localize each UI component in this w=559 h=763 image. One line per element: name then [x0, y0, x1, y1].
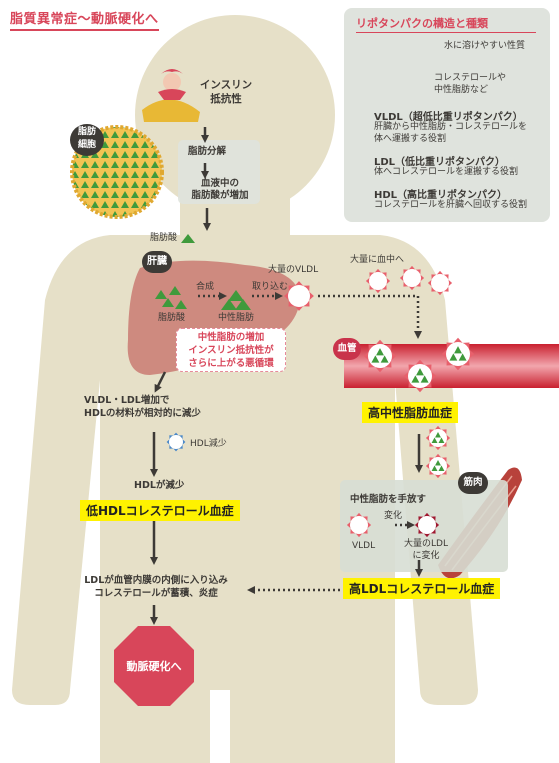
- blood-vldl-particle: [427, 270, 453, 296]
- uptake-label: 取り込む: [252, 282, 289, 292]
- high-tg-banner: 高中性脂肪血症: [362, 402, 459, 423]
- vicious-cycle-line-3: さらに上がる悪循環: [188, 358, 274, 369]
- muscle-ldl-label: 大量のLDL に変化: [398, 538, 454, 562]
- legend-hdl-desc: コレステロールを肝臓へ回収する役割: [374, 200, 528, 210]
- blood-fatty-acid-line-2: 脂肪酸が増加: [191, 190, 249, 201]
- hdl-down-label: HDLが減少: [134, 480, 185, 491]
- legend-core-label-1: コレステロールや: [434, 73, 507, 83]
- muscle-badge: 筋肉: [458, 472, 488, 494]
- hdl-decrease-label: HDL減少: [190, 439, 227, 449]
- legend-surface-label: 水に溶けやすい性質: [444, 41, 526, 51]
- vldl-ldl-increase-label: VLDL・LDL増加で HDLの材料が相対的に減少: [84, 394, 201, 420]
- vessel-vldl-particle: [403, 359, 437, 393]
- leg-gap: [210, 690, 230, 763]
- liver-badge: 肝臓: [142, 251, 172, 273]
- vicious-cycle-line-2: インスリン抵抗性が: [188, 345, 274, 356]
- blood-release-label: 大量に血中へ: [350, 255, 405, 265]
- muscle-release-label: 中性脂肪を手放す: [350, 494, 427, 505]
- low-hdl-banner: 低HDLコレステロール血症: [80, 500, 240, 521]
- vessel-vldl-particle: [363, 339, 397, 373]
- vicious-cycle-box: 中性脂肪の増加 インスリン抵抗性が さらに上がる悪循環: [176, 328, 286, 372]
- fat-cell-badge-line-2: 細胞: [77, 140, 96, 150]
- legend-vldl-desc-2: 体へ運搬する役割: [374, 134, 447, 144]
- atherosclerosis-label: 動脈硬化へ: [126, 660, 182, 673]
- vldl-ldl-line-1: VLDL・LDL増加で: [84, 395, 170, 406]
- synthesis-label: 合成: [196, 282, 215, 292]
- legend-heading: リポタンパクの構造と種類: [356, 17, 488, 30]
- legend-box: リポタンパクの構造と種類 水に溶けやすい性質 コレステロールや 中性脂肪など V…: [344, 8, 550, 222]
- fat-cell-badge: 脂肪 細胞: [70, 124, 104, 156]
- insulin-label-line-2: 抵抗性: [210, 93, 242, 105]
- process-box-fat: [178, 140, 260, 204]
- blood-vldl-particle: [399, 265, 425, 291]
- blood-fatty-acid-label: 血液中の 脂肪酸が増加: [182, 178, 258, 202]
- legend-divider: [356, 32, 536, 33]
- fatty-acid-triangles: [155, 234, 251, 310]
- vldl-ldl-line-2: HDLの材料が相対的に減少: [84, 408, 201, 419]
- vessel-badge: 血管: [333, 338, 361, 360]
- vessel-vldl-particle: [441, 337, 475, 371]
- fat-cell-badge-line-1: 脂肪: [77, 127, 96, 137]
- large-vldl-label: 大量のVLDL: [268, 265, 319, 275]
- vldl-particle: [425, 425, 451, 451]
- legend-vldl-title: VLDL（超低比重リポタンパク）: [374, 112, 523, 123]
- insulin-label: インスリン 抵抗性: [198, 78, 254, 106]
- vldl-particle: [425, 453, 451, 479]
- change-label: 変化: [384, 511, 403, 521]
- legend-core-label-2: 中性脂肪など: [434, 85, 489, 95]
- liver-vldl-particle: [284, 281, 314, 311]
- liver-shape: [127, 260, 300, 375]
- muscle-ldl-line-2: に変化: [412, 551, 440, 561]
- muscle-ldl-line-1: 大量のLDL: [404, 539, 448, 549]
- legend-hdl-title: HDL（高比重リポタンパク）: [374, 190, 508, 201]
- muscle-vldl-label: VLDL: [352, 541, 376, 551]
- ldl-wall-line-1: LDLが血管内膜の内側に入り込み: [84, 575, 228, 586]
- muscle-ldl-particle: [414, 512, 440, 538]
- page-title: 脂質異常症〜動脈硬化へ: [10, 8, 159, 31]
- vicious-cycle-line-1: 中性脂肪の増加: [197, 332, 265, 343]
- legend-vldl-desc-1: 肝臓から中性脂肪・コレステロールを: [374, 122, 528, 132]
- blood-fatty-acid-line-1: 血液中の: [200, 178, 239, 189]
- atherosclerosis-octagon: [114, 626, 194, 706]
- neutral-fat-label: 中性脂肪: [218, 313, 255, 323]
- ldl-wall-label: LDLが血管内膜の内側に入り込み コレステロールが蓄積、炎症: [66, 574, 246, 600]
- arrow-to-blood: [318, 294, 422, 339]
- legend-ldl-desc: 体へコレステロールを運搬する役割: [374, 167, 519, 177]
- blood-vldl-particle: [365, 268, 391, 294]
- fatty-acid-label: 脂肪酸: [150, 233, 178, 243]
- ldl-wall-line-2: コレステロールが蓄積、炎症: [94, 588, 218, 599]
- insulin-label-line-1: インスリン: [199, 79, 253, 91]
- fat-breakdown-label: 脂肪分解: [188, 146, 227, 157]
- legend-ldl-title: LDL（低比重リポタンパク）: [374, 157, 506, 168]
- arrow-liver-vldl: [154, 371, 167, 393]
- high-ldl-banner: 高LDLコレステロール血症: [343, 578, 501, 599]
- liver-fatty-acid-label: 脂肪酸: [158, 313, 186, 323]
- insulin-figure: [142, 69, 200, 122]
- muscle-vldl-particle: [346, 512, 372, 538]
- hdl-particle: [166, 432, 186, 452]
